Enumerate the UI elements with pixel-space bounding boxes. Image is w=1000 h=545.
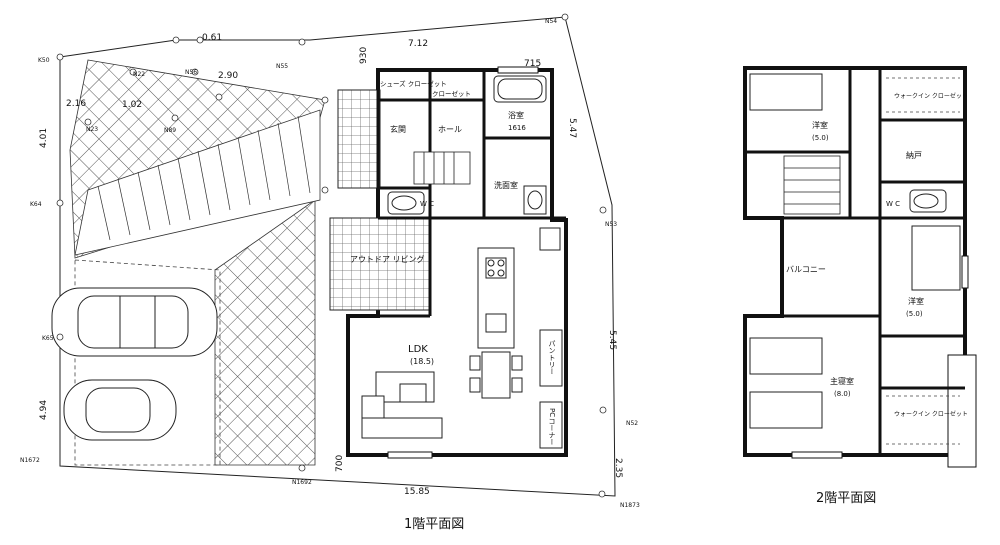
label-hall: ホール <box>438 125 462 134</box>
label-closet: クローゼット <box>432 89 471 98</box>
pc-corner-box <box>539 401 563 449</box>
survey-points <box>56 13 607 498</box>
dim-290: 2.90 <box>218 71 238 81</box>
label-entrance: 玄関 <box>390 124 406 134</box>
floor2-stair <box>783 155 841 215</box>
pt-n89: N89 <box>164 127 176 134</box>
dim-102: 1.02 <box>122 100 142 110</box>
bed-master-1-icon <box>749 337 823 375</box>
dim-545: 5.45 <box>607 330 617 350</box>
balcony-bump <box>947 354 977 468</box>
dim-715: 715 <box>524 59 541 69</box>
car-compact-icon <box>63 379 177 441</box>
bed-room-b-icon <box>911 225 961 291</box>
label-balcony: バルコニー <box>786 265 826 274</box>
dim-235: 2.35 <box>613 458 623 478</box>
floor1-title: 1階平面図 <box>404 517 464 532</box>
toilet-icon <box>387 191 425 215</box>
label-master-bedroom: 主寝室 <box>830 376 854 386</box>
label-wc-2f: W C <box>886 200 900 208</box>
pt-k64: K64 <box>30 201 42 208</box>
pt-n1873: N1873 <box>620 502 640 509</box>
pt-n52: N52 <box>626 420 638 427</box>
approach-stair <box>74 109 321 256</box>
dim-494: 4.94 <box>39 400 49 420</box>
washbasin-icon <box>523 185 547 215</box>
label-western-room-a: 洋室 <box>812 120 828 130</box>
pt-n54: N54 <box>545 18 557 25</box>
label-western-room-b: 洋室 <box>908 296 924 306</box>
label-bathroom-size: 1616 <box>508 124 526 132</box>
floor1-interior-walls <box>348 70 566 318</box>
label-wic-b: ウォークイン クローゼット <box>894 410 968 418</box>
label-wc: W C <box>420 200 434 208</box>
floor1-plan: シューズ クローゼット クローゼット 浴室 1616 玄関 ホール 洗面室 W … <box>329 66 568 532</box>
label-pc-corner: PCコーナー <box>548 408 556 445</box>
pt-n55: N55 <box>276 63 288 70</box>
label-storage: 納戸 <box>906 150 922 160</box>
living-sofa-set <box>361 371 443 439</box>
dim-700: 700 <box>335 455 345 472</box>
driveway-hatch-lower <box>214 199 316 466</box>
pt-n22: N22 <box>133 71 145 78</box>
toilet-2f-icon <box>909 189 947 213</box>
label-master-bedroom-size: (8.0) <box>834 390 851 398</box>
dim-930: 930 <box>359 47 369 64</box>
outdoor-living-tile <box>329 217 431 311</box>
label-washroom: 洗面室 <box>494 180 518 190</box>
bed-room-a-icon <box>749 73 823 111</box>
label-pantry: パントリー <box>548 340 556 375</box>
dim-712: 7.12 <box>408 39 428 49</box>
approach-steps <box>97 115 311 241</box>
label-bathroom: 浴室 <box>508 110 524 120</box>
label-wic-a: ウォークイン クローゼット <box>894 92 968 100</box>
kitchen-counter <box>477 227 561 349</box>
floor2-title: 2階平面図 <box>816 491 876 506</box>
bathtub-icon <box>493 75 547 103</box>
label-ldk: LDK <box>408 344 428 355</box>
dim-1585: 15.85 <box>404 487 430 497</box>
wic-marks <box>886 77 960 445</box>
dim-216: 2.16 <box>66 99 86 109</box>
car-minivan-icon <box>51 287 218 357</box>
pt-n1692: N1692 <box>292 479 312 486</box>
site-area: 0.61 7.12 930 2.90 715 2.16 1.02 4.01 5.… <box>20 13 640 509</box>
pt-n56: N56 <box>185 69 197 76</box>
floor1-stair <box>413 151 471 185</box>
label-ldk-size: (18.5) <box>410 357 434 366</box>
pantry-box <box>539 329 563 387</box>
bed-master-2-icon <box>749 391 823 429</box>
pt-n23: N23 <box>86 126 98 133</box>
floor2-windows <box>791 255 969 459</box>
dim-547: 5.47 <box>567 118 577 138</box>
dim-401: 4.01 <box>39 128 49 148</box>
floor2-interior-walls <box>745 68 965 455</box>
pt-k65: K65 <box>42 335 54 342</box>
floor1-windows <box>387 66 539 459</box>
dining-set <box>469 351 523 399</box>
label-outdoor-living: アウトドア リビング <box>350 254 425 264</box>
pt-k50: K50 <box>38 57 50 64</box>
label-western-room-a-size: (5.0) <box>812 134 829 142</box>
label-shoe-closet: シューズ クローゼット <box>380 79 447 88</box>
pt-n1672: N1672 <box>20 457 40 464</box>
pt-n53: N53 <box>605 221 617 228</box>
dim-061: 0.61 <box>202 33 222 43</box>
entrance-tile <box>337 89 381 189</box>
label-western-room-b-size: (5.0) <box>906 310 923 318</box>
floor2-plan: 洋室 (5.0) ウォークイン クローゼット 納戸 W C バルコニー 洋室 (… <box>743 66 977 506</box>
